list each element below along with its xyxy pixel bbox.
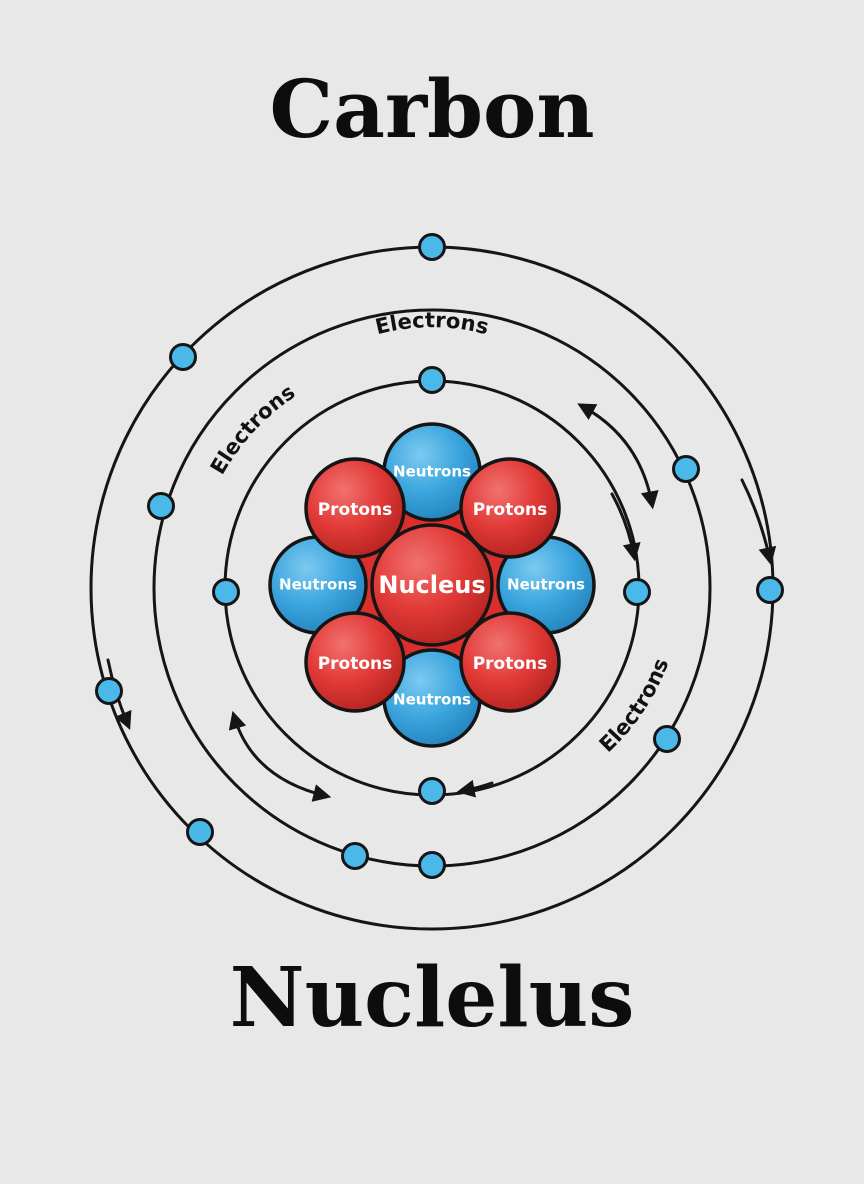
neutron-right: Neutrons: [496, 535, 596, 635]
svg-text:Protons: Protons: [318, 500, 393, 520]
electron-inner-right: [623, 578, 651, 606]
electron-middle-lower-right: [653, 725, 681, 753]
electron-outer-bottom: [418, 851, 446, 879]
proton-bottom-left: Protons: [304, 611, 406, 713]
svg-text:Protons: Protons: [473, 500, 548, 520]
nucleus-center: Nucleus: [370, 523, 494, 647]
electron-middle-left: [147, 492, 175, 520]
proton-top-right: Protons: [459, 457, 561, 559]
electron-outer-right: [756, 576, 784, 604]
svg-text:Neutrons: Neutrons: [279, 576, 357, 594]
page-title: Carbon: [269, 62, 594, 156]
bottom-caption: Nuclelus: [230, 950, 635, 1046]
electron-middle-bottom: [341, 842, 369, 870]
orbit-label-left: Electrons: [206, 380, 300, 479]
electron-outer-bottom-left: [186, 818, 214, 846]
proton-top-left: Protons: [304, 457, 406, 559]
double-arrow-upper-right: [577, 403, 659, 510]
electron-outer-top: [418, 233, 446, 261]
inner-orbit-arrow-bottom: [456, 779, 494, 798]
svg-text:Neutrons: Neutrons: [393, 463, 471, 481]
svg-text:Protons: Protons: [318, 654, 393, 674]
electron-inner-left: [212, 578, 240, 606]
svg-text:Nucleus: Nucleus: [378, 571, 485, 599]
electron-inner-top: [418, 366, 446, 394]
electron-inner-bottom: [418, 777, 446, 805]
svg-text:Neutrons: Neutrons: [393, 691, 471, 709]
electron-outer-upper-left: [169, 343, 197, 371]
outer-orbit-arrow-right: [740, 478, 777, 566]
svg-text:Neutrons: Neutrons: [507, 576, 585, 594]
electron-outer-lower-left: [95, 677, 123, 705]
svg-text:Protons: Protons: [473, 654, 548, 674]
double-arrow-lower-left: [228, 710, 332, 802]
electron-middle-right: [672, 455, 700, 483]
orbit-label-top: Electrons: [373, 308, 491, 339]
proton-bottom-right: Protons: [459, 611, 561, 713]
